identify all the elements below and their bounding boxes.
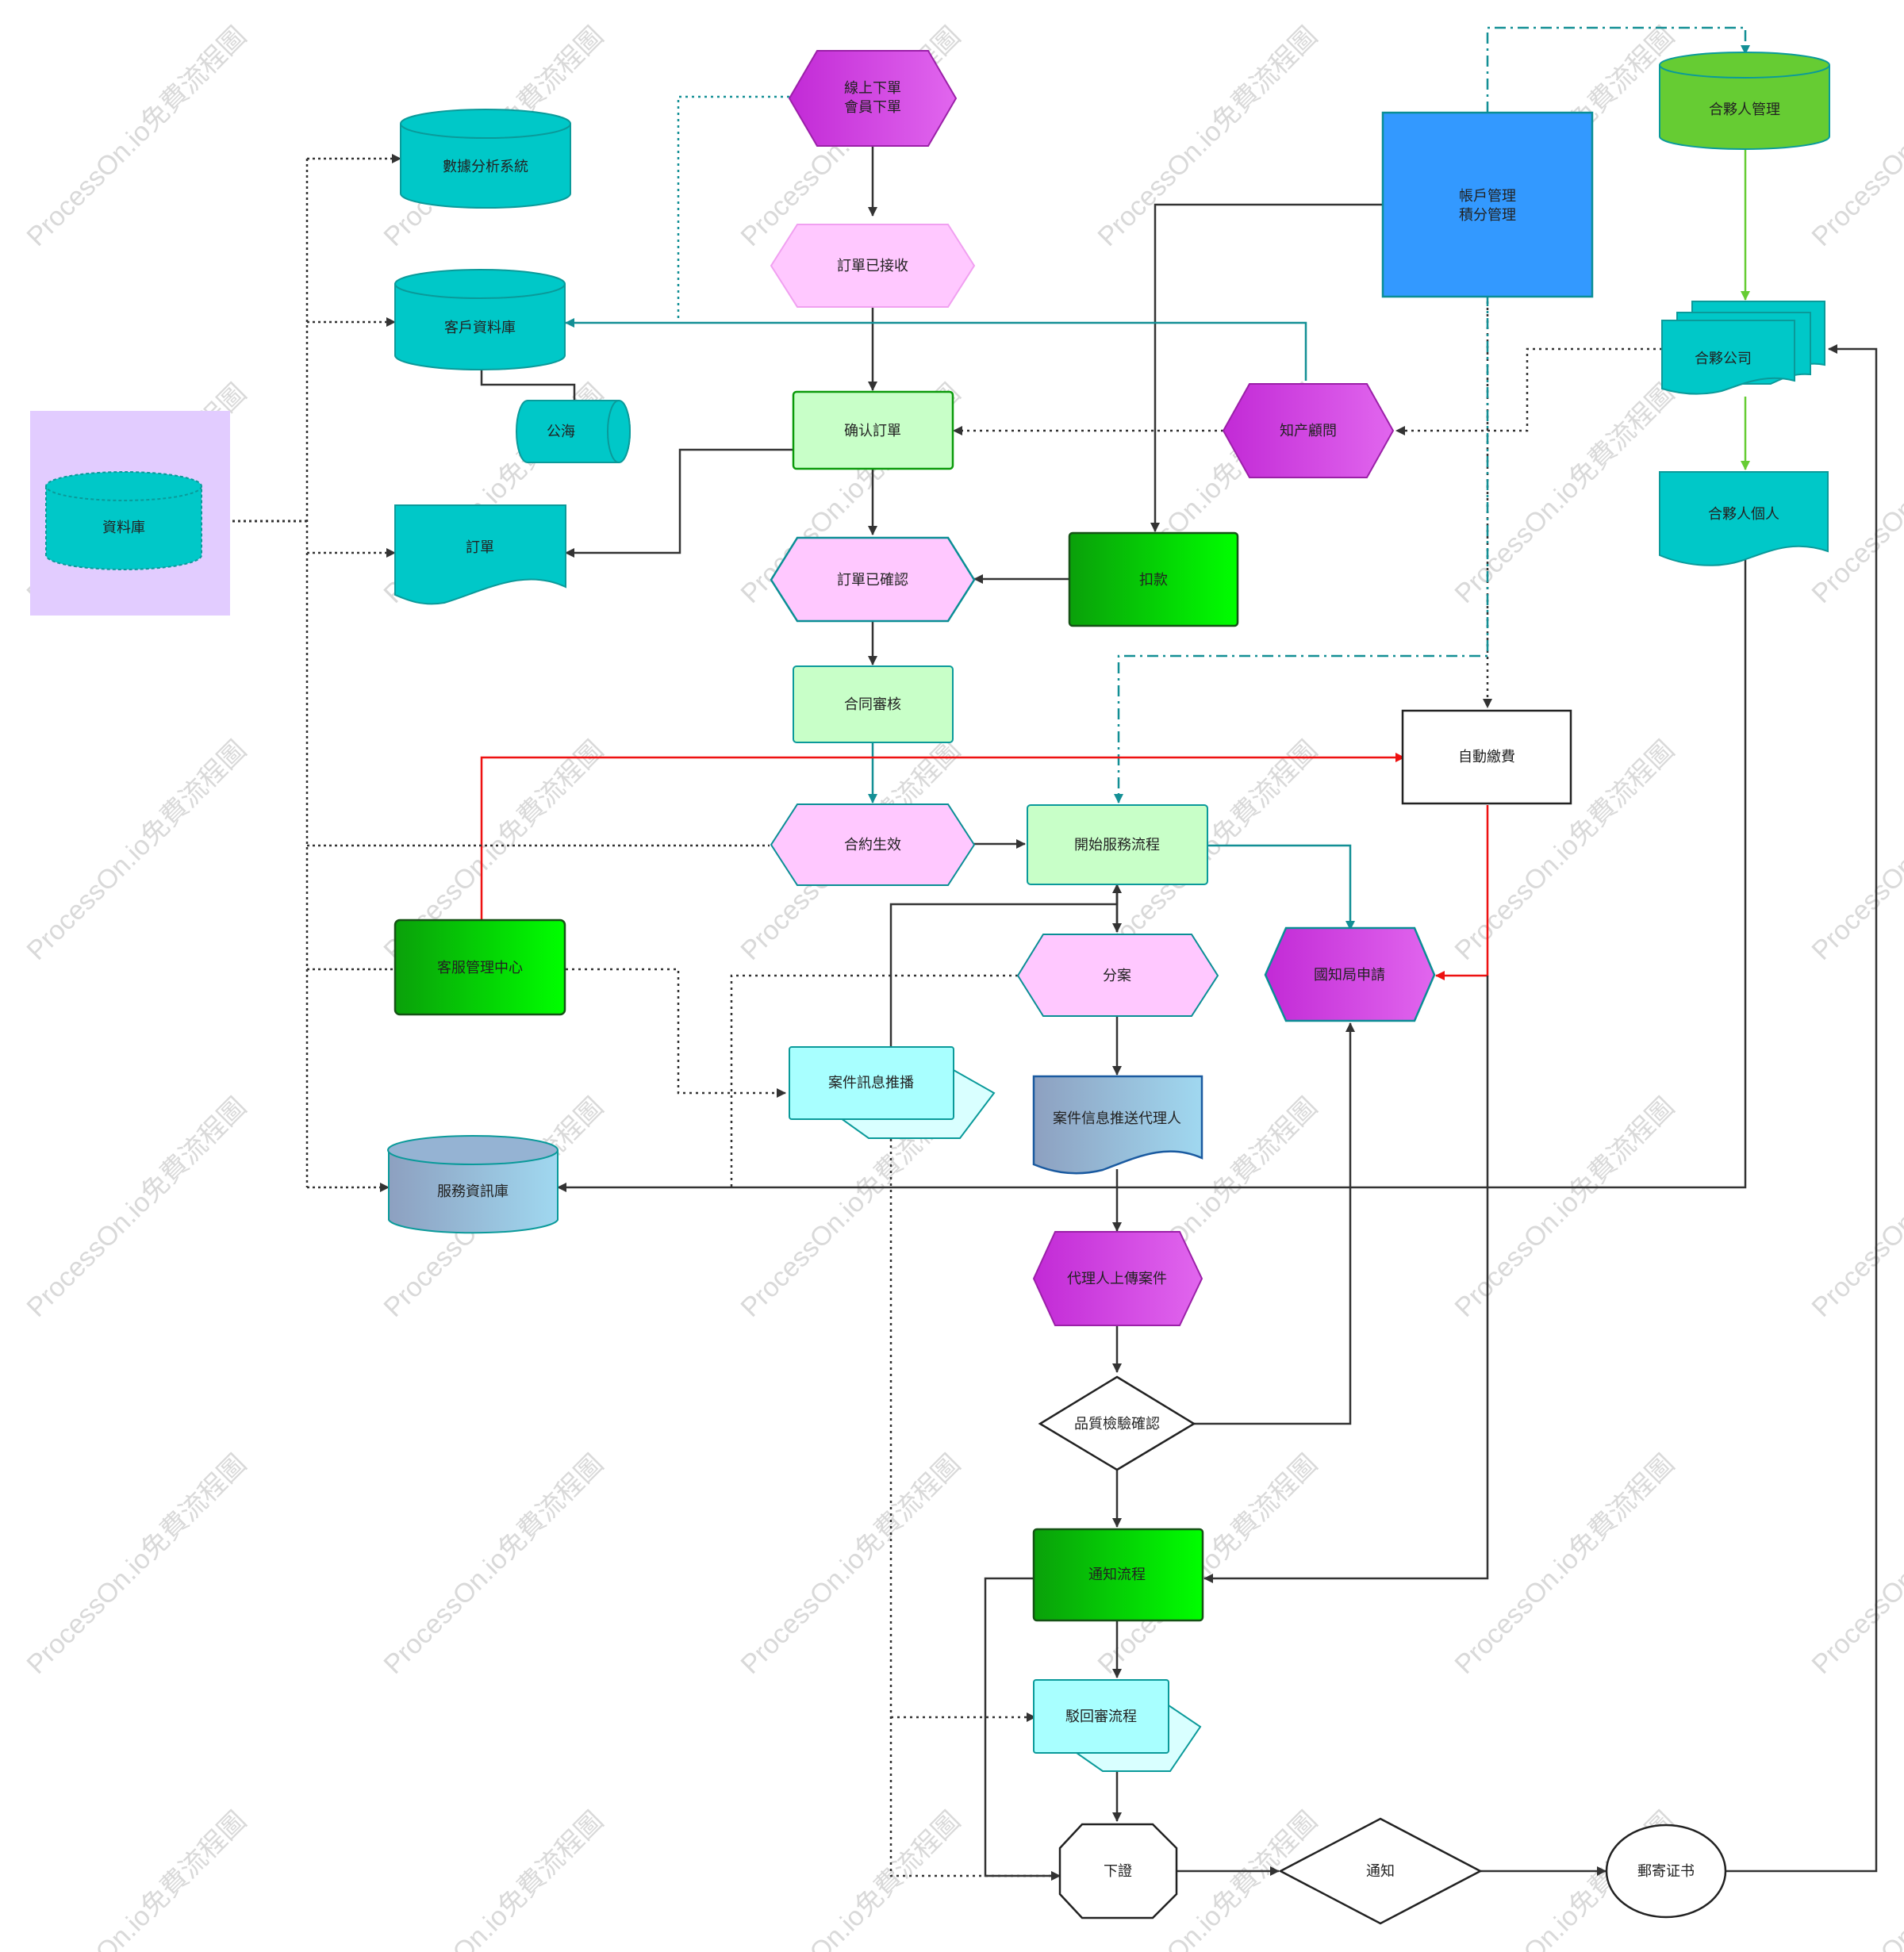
partner-individual-label: 合夥人個人 <box>1708 506 1779 522</box>
order-received-label: 訂單已接收 <box>837 258 908 274</box>
case-push-agent-node[interactable]: 案件信息推送代理人 <box>1032 1075 1203 1175</box>
public-sea-node[interactable]: 公海 <box>516 400 631 463</box>
case-push-label: 案件訊息推播 <box>828 1075 914 1091</box>
quality-check-label: 品質檢驗確認 <box>1074 1416 1160 1432</box>
watermark-text: ProcessOn.io免費流程圖 <box>735 1806 966 1952</box>
partner-management-label: 合夥人管理 <box>1709 102 1780 117</box>
watermark-text: ProcessOn.io免費流程圖 <box>21 21 252 252</box>
orders-label: 訂單 <box>466 539 494 555</box>
start-service-label: 開始服務流程 <box>1074 837 1160 853</box>
agent-upload-label: 代理人上傳案件 <box>1067 1271 1167 1287</box>
confirm-order-label: 确认訂單 <box>844 423 901 439</box>
auto-pay-label: 自動繳費 <box>1458 749 1515 765</box>
issue-cert-label: 下證 <box>1104 1863 1132 1879</box>
assign-case-node[interactable]: 分案 <box>1016 934 1219 1017</box>
watermark-text: ProcessOn.io免費流程圖 <box>378 1806 609 1952</box>
partner-company-label: 合夥公司 <box>1695 351 1752 366</box>
customer-database-label: 客戶資料庫 <box>444 320 516 336</box>
confirm-order-node[interactable]: 确认訂單 <box>792 390 954 470</box>
watermark-text: ProcessOn.io免費流程圖 <box>735 1449 966 1680</box>
reject-review-label: 駁回審流程 <box>1065 1708 1137 1724</box>
ipo-apply-node[interactable]: 國知局申請 <box>1264 926 1436 1022</box>
watermark-text: ProcessOn.io免費流程圖 <box>21 1449 252 1680</box>
watermark-text: ProcessOn.io免費流程圖 <box>378 1449 609 1680</box>
connectors <box>216 26 1878 1881</box>
watermark-layer: ProcessOn.io免費流程圖 ProcessOn.io免費流程圖 Proces… <box>21 21 1904 1952</box>
order-confirmed-label: 訂單已確認 <box>837 572 908 588</box>
database-label: 資料庫 <box>102 520 145 535</box>
contract-effective-label: 合約生效 <box>844 837 901 853</box>
partner-company-node[interactable]: 合夥公司 <box>1661 301 1825 395</box>
notify-process-label: 通知流程 <box>1088 1567 1146 1582</box>
contract-review-label: 合同審核 <box>844 696 901 712</box>
reject-review-node[interactable]: 駁回審流程 <box>1033 1679 1202 1772</box>
account-management-label-2: 積分管理 <box>1459 207 1516 223</box>
ipo-apply-label: 國知局申請 <box>1314 967 1385 983</box>
watermark-text: ProcessOn.io免費流程圖 <box>21 735 252 966</box>
data-analysis-system-node[interactable]: 數據分析系統 <box>400 109 571 209</box>
partner-management-node[interactable]: 合夥人管理 <box>1659 52 1830 150</box>
watermark-text: ProcessOn.io免費流程圖 <box>21 1092 252 1323</box>
watermark-text: ProcessOn.io免費流程圖 <box>1092 21 1323 252</box>
mail-cert-node[interactable]: 郵寄证书 <box>1605 1824 1727 1919</box>
case-push-agent-label: 案件信息推送代理人 <box>1053 1110 1181 1126</box>
deduction-node[interactable]: 扣款 <box>1068 531 1239 627</box>
order-confirmed-node[interactable]: 訂單已確認 <box>770 536 976 623</box>
notice-label: 通知 <box>1366 1863 1395 1879</box>
start-service-node[interactable]: 開始服務流程 <box>1027 804 1208 885</box>
watermark-text: ProcessOn.io免費流程圖 <box>1806 1806 1904 1952</box>
watermark-text: ProcessOn.io免費流程圖 <box>1449 1092 1680 1323</box>
watermark-text: ProcessOn.io免費流程圖 <box>1806 735 1904 966</box>
auto-pay-node[interactable]: 自動繳費 <box>1401 709 1572 805</box>
contract-review-node[interactable]: 合同審核 <box>793 665 954 743</box>
deduction-label: 扣款 <box>1139 572 1168 588</box>
online-order-label-2: 會員下單 <box>844 99 901 115</box>
public-sea-label: 公海 <box>547 424 575 439</box>
online-order-node[interactable]: 線上下單 會員下單 <box>788 50 958 147</box>
service-database-label: 服務資訊庫 <box>437 1183 509 1199</box>
online-order-label-1: 線上下單 <box>844 80 901 96</box>
watermark-text: ProcessOn.io免費流程圖 <box>1449 378 1680 609</box>
assign-case-label: 分案 <box>1103 968 1131 984</box>
watermark-text: ProcessOn.io免費流程圖 <box>1806 1449 1904 1680</box>
cs-center-node[interactable]: 客服管理中心 <box>393 918 566 1016</box>
account-management-label-1: 帳戶管理 <box>1459 188 1516 204</box>
cs-center-label: 客服管理中心 <box>437 960 523 976</box>
account-management-node[interactable]: 帳戶管理 積分管理 <box>1381 111 1594 298</box>
notify-process-node[interactable]: 通知流程 <box>1032 1528 1204 1622</box>
order-received-node[interactable]: 訂單已接收 <box>770 224 976 308</box>
ip-consultant-node[interactable]: 知产顧問 <box>1222 383 1395 478</box>
database-node[interactable]: 資料庫 <box>30 411 230 616</box>
case-push-node[interactable]: 案件訊息推播 <box>789 1046 996 1139</box>
contract-effective-node[interactable]: 合約生效 <box>770 803 976 886</box>
issue-cert-node[interactable]: 下證 <box>1058 1823 1178 1919</box>
mail-cert-label: 郵寄证书 <box>1637 1863 1695 1879</box>
ip-consultant-label: 知产顧問 <box>1280 423 1337 439</box>
orders-node[interactable]: 訂單 <box>394 504 566 605</box>
watermark-text: ProcessOn.io免費流程圖 <box>1806 1092 1904 1323</box>
agent-upload-node[interactable]: 代理人上傳案件 <box>1032 1231 1203 1326</box>
data-analysis-label: 數據分析系統 <box>443 159 528 174</box>
customer-database-node[interactable]: 客戶資料庫 <box>394 269 566 370</box>
notice-node[interactable]: 通知 <box>1278 1817 1483 1925</box>
watermark-text: ProcessOn.io免費流程圖 <box>21 1806 252 1952</box>
partner-individual-node[interactable]: 合夥人個人 <box>1659 471 1829 566</box>
quality-check-node[interactable]: 品質檢驗確認 <box>1038 1375 1196 1471</box>
watermark-text: ProcessOn.io免費流程圖 <box>1449 1449 1680 1680</box>
service-database-node[interactable]: 服務資訊庫 <box>387 1135 559 1234</box>
